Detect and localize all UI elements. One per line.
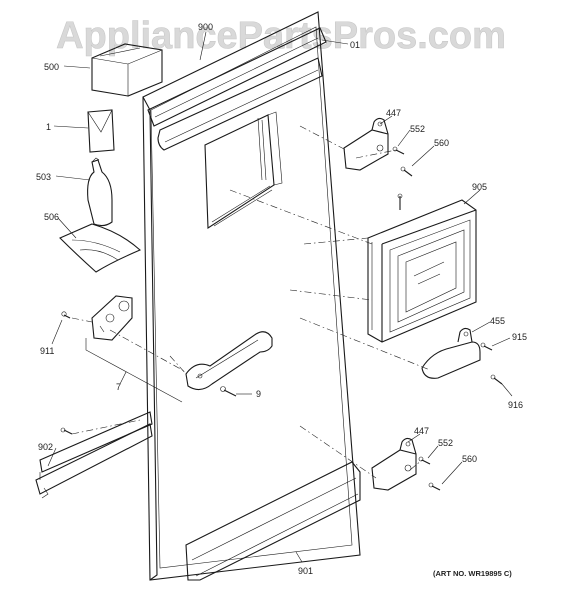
part-447-hinge-top xyxy=(343,117,389,171)
callout-915: 915 xyxy=(512,332,527,342)
leader-lines xyxy=(47,31,513,563)
part-447-hinge-bottom xyxy=(371,437,417,491)
callout-560-bottom: 560 xyxy=(462,454,477,464)
callout-506: 506 xyxy=(44,212,59,222)
part-916-screw xyxy=(490,374,503,385)
callout-1: 1 xyxy=(46,122,51,132)
part-1-envelope xyxy=(87,109,115,153)
watermark-text: AppliancePartsPros.com xyxy=(56,15,506,57)
callout-901: 901 xyxy=(298,566,313,576)
part-902-strip xyxy=(35,411,153,499)
callout-552-bottom: 552 xyxy=(438,438,453,448)
part-small-screw-905 xyxy=(397,193,403,210)
part-hinge-bracket-left xyxy=(91,295,133,341)
part-503-bottle xyxy=(87,157,113,227)
callout-911: 911 xyxy=(40,346,54,356)
part-506-sheet xyxy=(59,223,142,273)
part-902-screw xyxy=(60,427,73,435)
part-560-screw-bottom xyxy=(428,482,441,491)
alignment-lines xyxy=(71,125,431,479)
callout-7: 7 xyxy=(116,382,121,392)
part-905-dispenser-housing xyxy=(367,199,477,343)
door-lower-handle xyxy=(185,331,273,391)
part-911-screw xyxy=(61,311,71,319)
part-915-screw xyxy=(480,342,493,351)
callout-552-top: 552 xyxy=(410,124,425,134)
callout-902: 902 xyxy=(38,442,53,452)
callout-447-bottom: 447 xyxy=(414,426,429,436)
door-upper-handle xyxy=(157,57,323,151)
callout-01: 01 xyxy=(350,40,360,50)
callout-9: 9 xyxy=(256,389,261,399)
part-560-screw-top xyxy=(400,166,413,177)
callout-455: 455 xyxy=(490,316,505,326)
dispenser-opening xyxy=(204,111,283,229)
callout-447-top: 447 xyxy=(386,108,401,118)
door-bottom-trim-901 xyxy=(185,461,361,581)
part-552-screw-bottom xyxy=(418,456,431,465)
part-552-screw-top xyxy=(392,146,405,155)
callout-500: 500 xyxy=(44,62,59,72)
callout-900: 900 xyxy=(198,22,213,32)
leader-7-bracket xyxy=(85,338,183,403)
callout-905: 905 xyxy=(472,182,487,192)
door-panel xyxy=(142,11,361,581)
callout-labels: 500 1 503 506 911 7 902 900 01 447 552 5… xyxy=(36,22,527,576)
part-500-box xyxy=(91,43,163,97)
door-top-trim-900 xyxy=(147,27,327,127)
part-455-hinge-mid xyxy=(421,327,481,379)
callout-560-top: 560 xyxy=(434,138,449,148)
callout-503: 503 xyxy=(36,172,51,182)
part-9-screw xyxy=(220,386,237,397)
art-number: (ART NO. WR19895 C) xyxy=(433,569,512,578)
callout-916: 916 xyxy=(508,400,523,410)
